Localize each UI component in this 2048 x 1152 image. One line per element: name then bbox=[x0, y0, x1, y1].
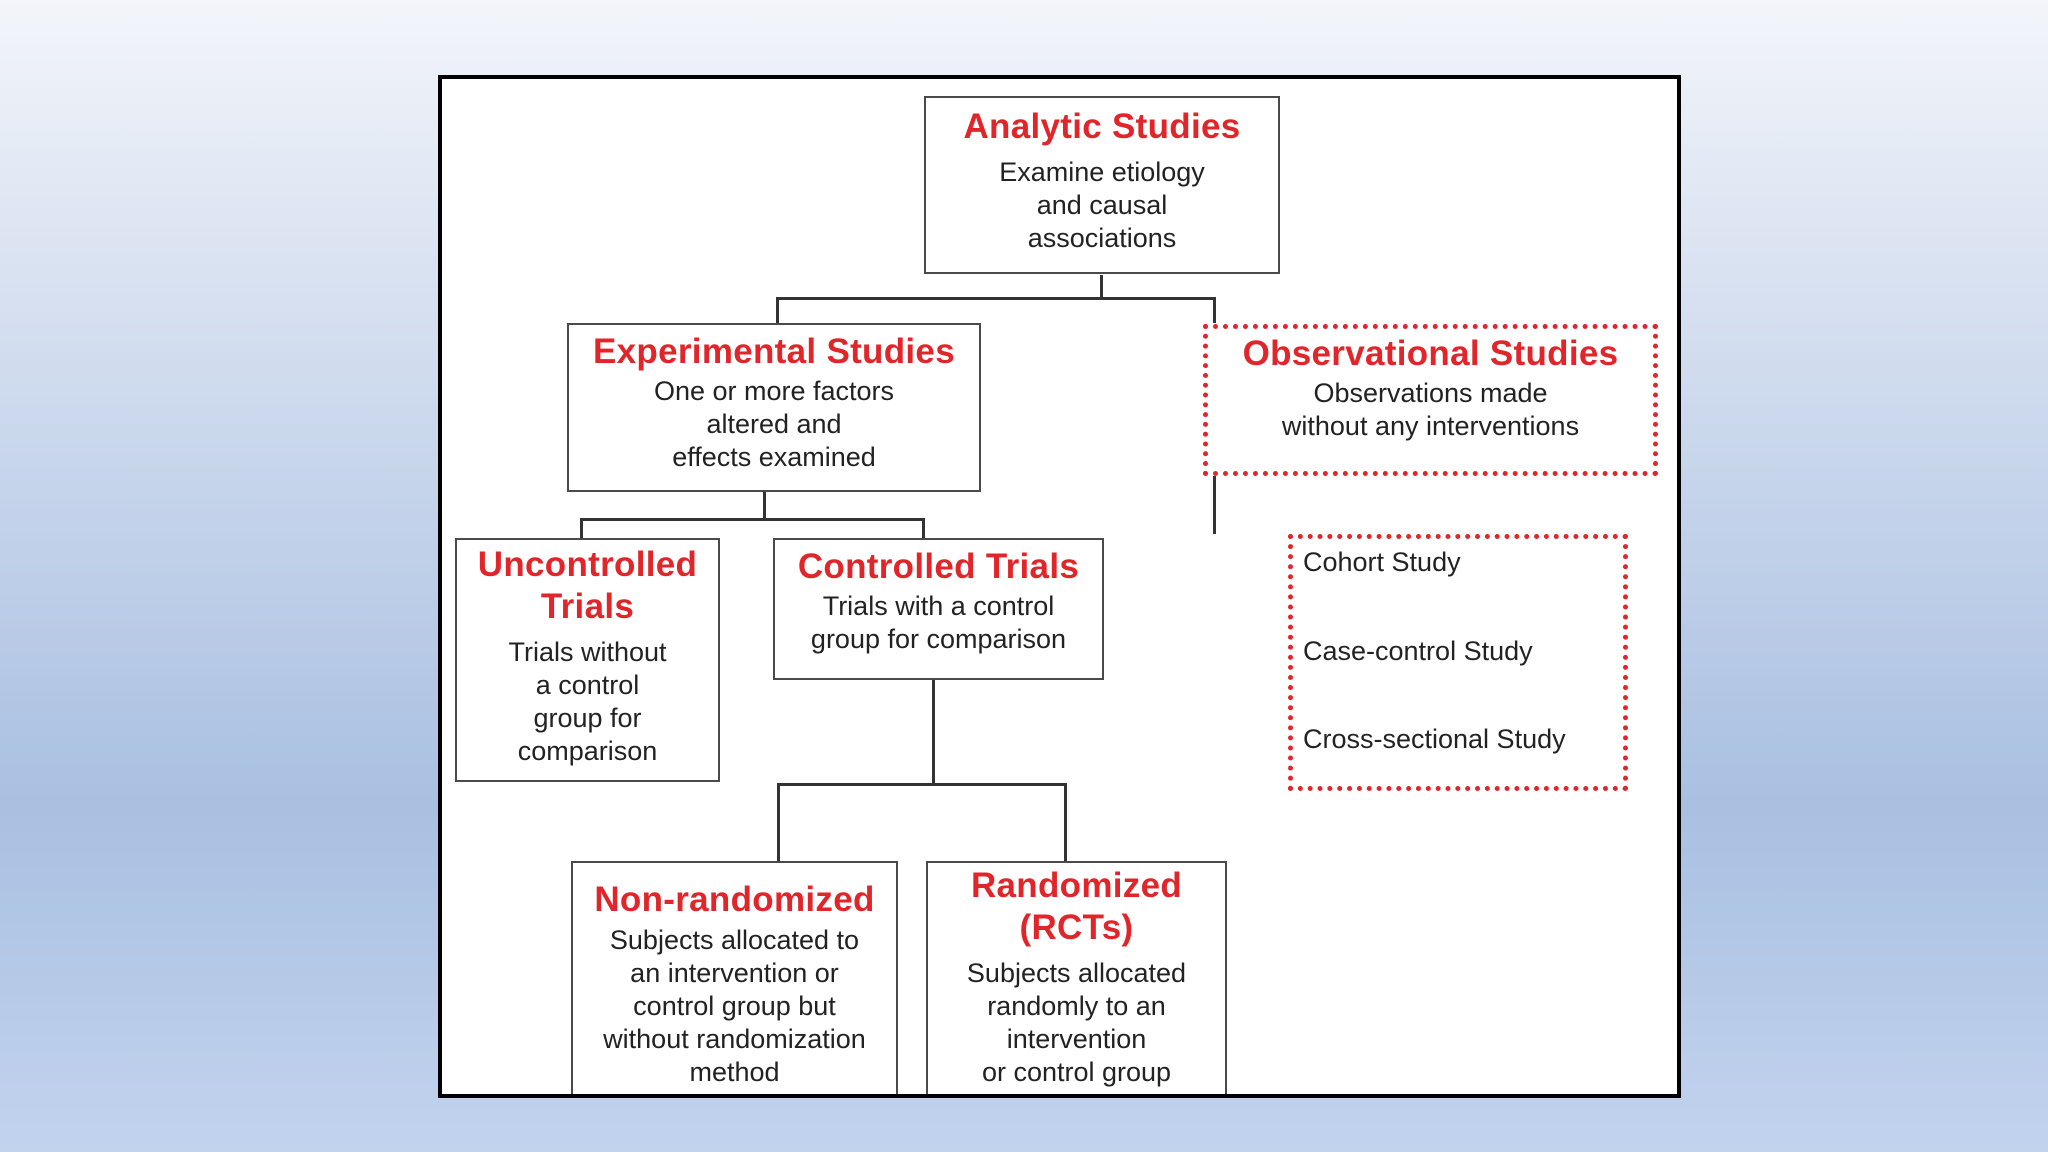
uncontrolled-trials-title: Uncontrolled Trials bbox=[477, 545, 698, 626]
experimental-studies-desc: One or more factors altered and effects … bbox=[653, 376, 895, 472]
non-randomized-desc: Subjects allocated to an intervention or… bbox=[603, 925, 866, 1087]
diagram-frame: Analytic Studies Examine etiology and ca… bbox=[438, 75, 1681, 1098]
connector-line bbox=[763, 492, 766, 520]
case-control-study-item: Case-control Study bbox=[1303, 636, 1533, 666]
cohort-study-item: Cohort Study bbox=[1303, 547, 1461, 577]
controlled-trials-title: Controlled Trials bbox=[797, 547, 1080, 586]
randomized-rcts-box: Randomized (RCTs) Subjects allocated ran… bbox=[926, 861, 1227, 1094]
observational-studies-desc: Observations made without any interventi… bbox=[1281, 378, 1580, 441]
connector-line bbox=[580, 518, 925, 521]
connector-line bbox=[922, 518, 925, 538]
connector-line bbox=[1100, 275, 1103, 299]
connector-line bbox=[777, 783, 1067, 786]
observational-types-box: Cohort Study Case-control Study Cross-se… bbox=[1288, 534, 1628, 791]
connector-line bbox=[777, 783, 780, 861]
analytic-studies-desc: Examine etiology and causal associations bbox=[999, 157, 1205, 253]
connector-line bbox=[932, 680, 935, 785]
non-randomized-title: Non-randomized bbox=[594, 880, 875, 919]
analytic-studies-title: Analytic Studies bbox=[963, 107, 1241, 146]
connector-line bbox=[1213, 297, 1216, 323]
randomized-rcts-title: Randomized (RCTs) bbox=[970, 866, 1183, 947]
connector-line bbox=[776, 297, 1216, 300]
connector-line bbox=[580, 518, 583, 538]
analytic-studies-box: Analytic Studies Examine etiology and ca… bbox=[924, 96, 1280, 274]
connector-line bbox=[1213, 476, 1216, 534]
cross-sectional-study-item: Cross-sectional Study bbox=[1303, 724, 1566, 754]
uncontrolled-trials-desc: Trials without a control group for compa… bbox=[508, 637, 667, 766]
controlled-trials-desc: Trials with a control group for comparis… bbox=[810, 591, 1067, 654]
uncontrolled-trials-box: Uncontrolled Trials Trials without a con… bbox=[455, 538, 720, 782]
connector-line bbox=[1064, 783, 1067, 861]
non-randomized-box: Non-randomized Subjects allocated to an … bbox=[571, 861, 898, 1094]
observational-studies-box: Observational Studies Observations made … bbox=[1203, 324, 1658, 476]
randomized-rcts-desc: Subjects allocated randomly to an interv… bbox=[966, 958, 1187, 1087]
connector-line bbox=[776, 297, 779, 323]
experimental-studies-box: Experimental Studies One or more factors… bbox=[567, 323, 981, 492]
experimental-studies-title: Experimental Studies bbox=[593, 332, 955, 371]
controlled-trials-box: Controlled Trials Trials with a control … bbox=[773, 538, 1104, 680]
observational-studies-title: Observational Studies bbox=[1242, 334, 1619, 373]
